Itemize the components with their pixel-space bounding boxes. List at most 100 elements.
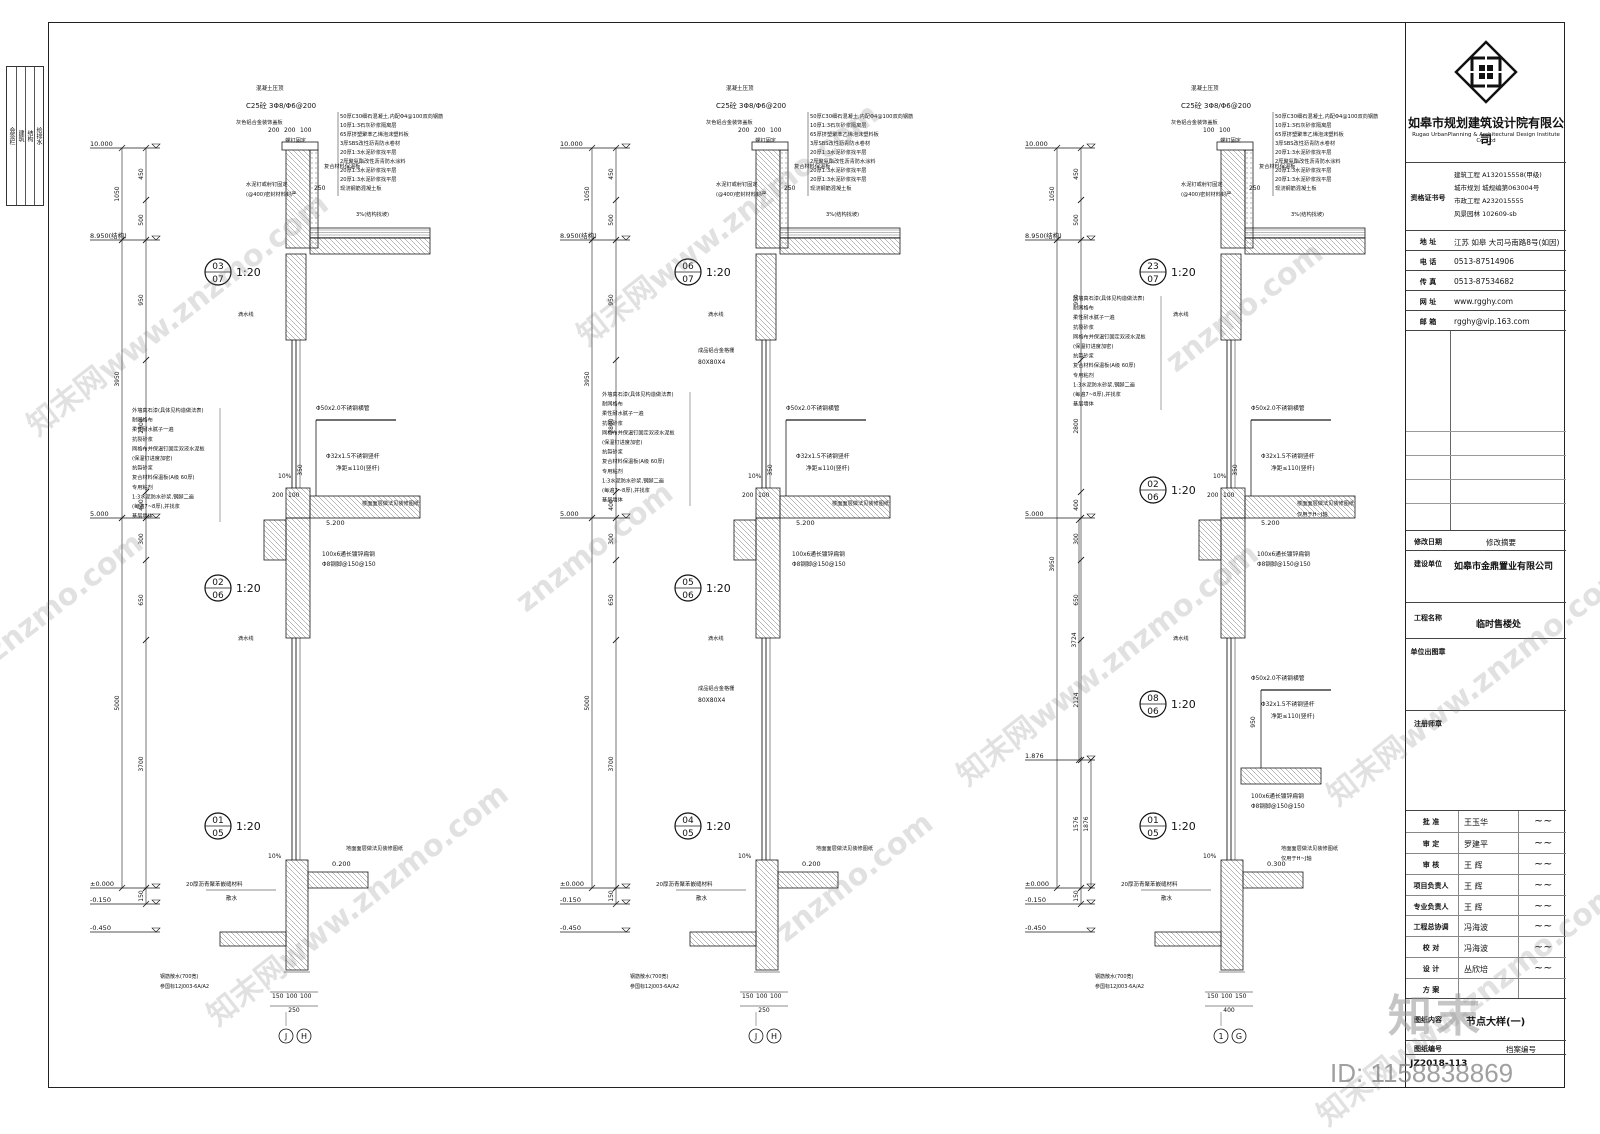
hatch-line xyxy=(393,237,411,255)
elevation-mark xyxy=(151,883,161,889)
hatch-line xyxy=(280,931,287,938)
hatch-line xyxy=(755,627,767,639)
hatch-line xyxy=(878,237,896,255)
hatch-line xyxy=(1229,253,1242,266)
wall-layer-text: 耐网格布 xyxy=(602,400,623,408)
hatch-line xyxy=(403,237,421,255)
hatch-line xyxy=(1198,534,1222,558)
hatch-line xyxy=(1244,497,1266,519)
hatch-line xyxy=(388,237,406,255)
hatch-line xyxy=(263,524,287,548)
staff-role: 工程总协调 xyxy=(1413,923,1449,932)
signature: ~~ xyxy=(1534,898,1553,912)
dim-tick xyxy=(1077,884,1085,892)
dim-tick xyxy=(1077,488,1085,496)
callout-scale: 1:20 xyxy=(706,266,731,279)
hatch-line xyxy=(1277,495,1301,519)
staff-row: 工程总协调冯海波~~ xyxy=(1406,915,1566,937)
hatch-line xyxy=(317,495,341,519)
dot xyxy=(781,207,783,209)
hatch-line xyxy=(796,871,814,889)
dot xyxy=(1246,157,1248,159)
hatch-line xyxy=(1332,495,1356,519)
hatch-line xyxy=(1230,517,1246,533)
hatch-line xyxy=(333,237,351,255)
dot xyxy=(1250,152,1252,154)
elevation-mark xyxy=(621,927,631,933)
hatch-line xyxy=(755,597,781,623)
dot xyxy=(1250,177,1252,179)
dot xyxy=(311,242,313,244)
elev-02: 0.200 xyxy=(802,860,821,868)
dim-tick xyxy=(588,514,596,522)
dot xyxy=(311,192,313,194)
elevation-mark xyxy=(151,143,161,149)
hatch-line xyxy=(398,237,416,255)
wall-layer-text: 抗裂砂浆 xyxy=(602,448,623,456)
hatch-line xyxy=(1220,617,1242,639)
rev-date-label: 修改日期 xyxy=(1414,538,1442,546)
leader-text: 50厚C30细石混凝土,内配Φ4@100双向钢筋 xyxy=(1275,112,1378,120)
apron-ref: 参国标12J003-6A/A2 xyxy=(160,983,209,990)
leader-text: 20厚1:3水泥砂浆找平层 xyxy=(1275,148,1331,156)
wall-layer-text: (保温钉进度加密) xyxy=(132,454,172,462)
hatch-line xyxy=(787,495,811,519)
hatch-line xyxy=(1235,859,1244,868)
hatch-line xyxy=(755,869,779,893)
axis-circle xyxy=(766,1028,782,1044)
rev-summary-label: 修改摘要 xyxy=(1486,538,1516,547)
firm-name-en: Rugao UrbanPlanning & Architectural Desi… xyxy=(1412,132,1560,144)
hatch-line xyxy=(1220,152,1246,178)
wall-layer-text: (每遍7~8厚),并找浆 xyxy=(1073,390,1121,398)
hatch-line xyxy=(1220,894,1244,918)
hatch-line xyxy=(765,487,781,503)
dim-tick xyxy=(1075,516,1083,524)
hatch-line xyxy=(755,222,781,248)
hatch-line xyxy=(755,909,779,933)
row-label: 传 真 xyxy=(1419,278,1437,286)
dim-tick xyxy=(1077,144,1085,152)
hatch-line xyxy=(328,237,346,255)
hatch-line xyxy=(285,949,307,971)
dot xyxy=(1246,197,1248,199)
hatch-line xyxy=(1235,487,1246,498)
dot xyxy=(1250,172,1252,174)
reg-stamp-row: 注册师章 xyxy=(1406,710,1566,811)
hatch-line xyxy=(777,872,794,889)
dot xyxy=(781,222,783,224)
hatch-line xyxy=(1190,931,1206,947)
dim-bottom: 150 xyxy=(742,993,754,1000)
elevation-label: -0.450 xyxy=(1025,924,1046,932)
wall-layer-text: 柔性耐水腻子一遍 xyxy=(602,409,644,417)
dot xyxy=(311,232,313,234)
dim-label: 950 xyxy=(138,294,145,306)
axis-circle xyxy=(1213,1028,1229,1044)
hatch-line xyxy=(695,931,711,947)
hatch-line xyxy=(755,172,781,198)
hatch-line xyxy=(1220,879,1244,903)
hatch-line xyxy=(1299,767,1317,785)
hatch-line xyxy=(351,871,369,889)
dim-tick xyxy=(142,514,150,522)
dim-label: 500 xyxy=(138,214,145,226)
dot xyxy=(311,212,313,214)
hatch-line xyxy=(755,269,777,291)
hatch-line xyxy=(1338,237,1356,255)
hatch-line xyxy=(1155,931,1171,947)
hatch-line xyxy=(1264,767,1282,785)
hatch-line xyxy=(730,931,746,947)
hatch-line xyxy=(285,172,311,198)
dim-label: 400 xyxy=(1073,499,1080,511)
callout-scale: 1:20 xyxy=(1171,266,1196,279)
elevation-mark xyxy=(151,927,161,933)
axis-circle xyxy=(748,1028,764,1044)
hatch-line xyxy=(1215,931,1222,938)
hatch-line xyxy=(1220,909,1244,933)
ground-note: 地面面层做法见装修图纸 xyxy=(346,844,403,852)
hatch-line xyxy=(1220,517,1246,543)
hatch-line xyxy=(755,259,777,281)
elevation-label: -0.450 xyxy=(90,924,111,932)
elev-02: 0.300 xyxy=(1267,860,1286,868)
dot xyxy=(315,187,317,189)
floor-note: 楼面面层做法见装修图纸 xyxy=(1297,499,1354,507)
